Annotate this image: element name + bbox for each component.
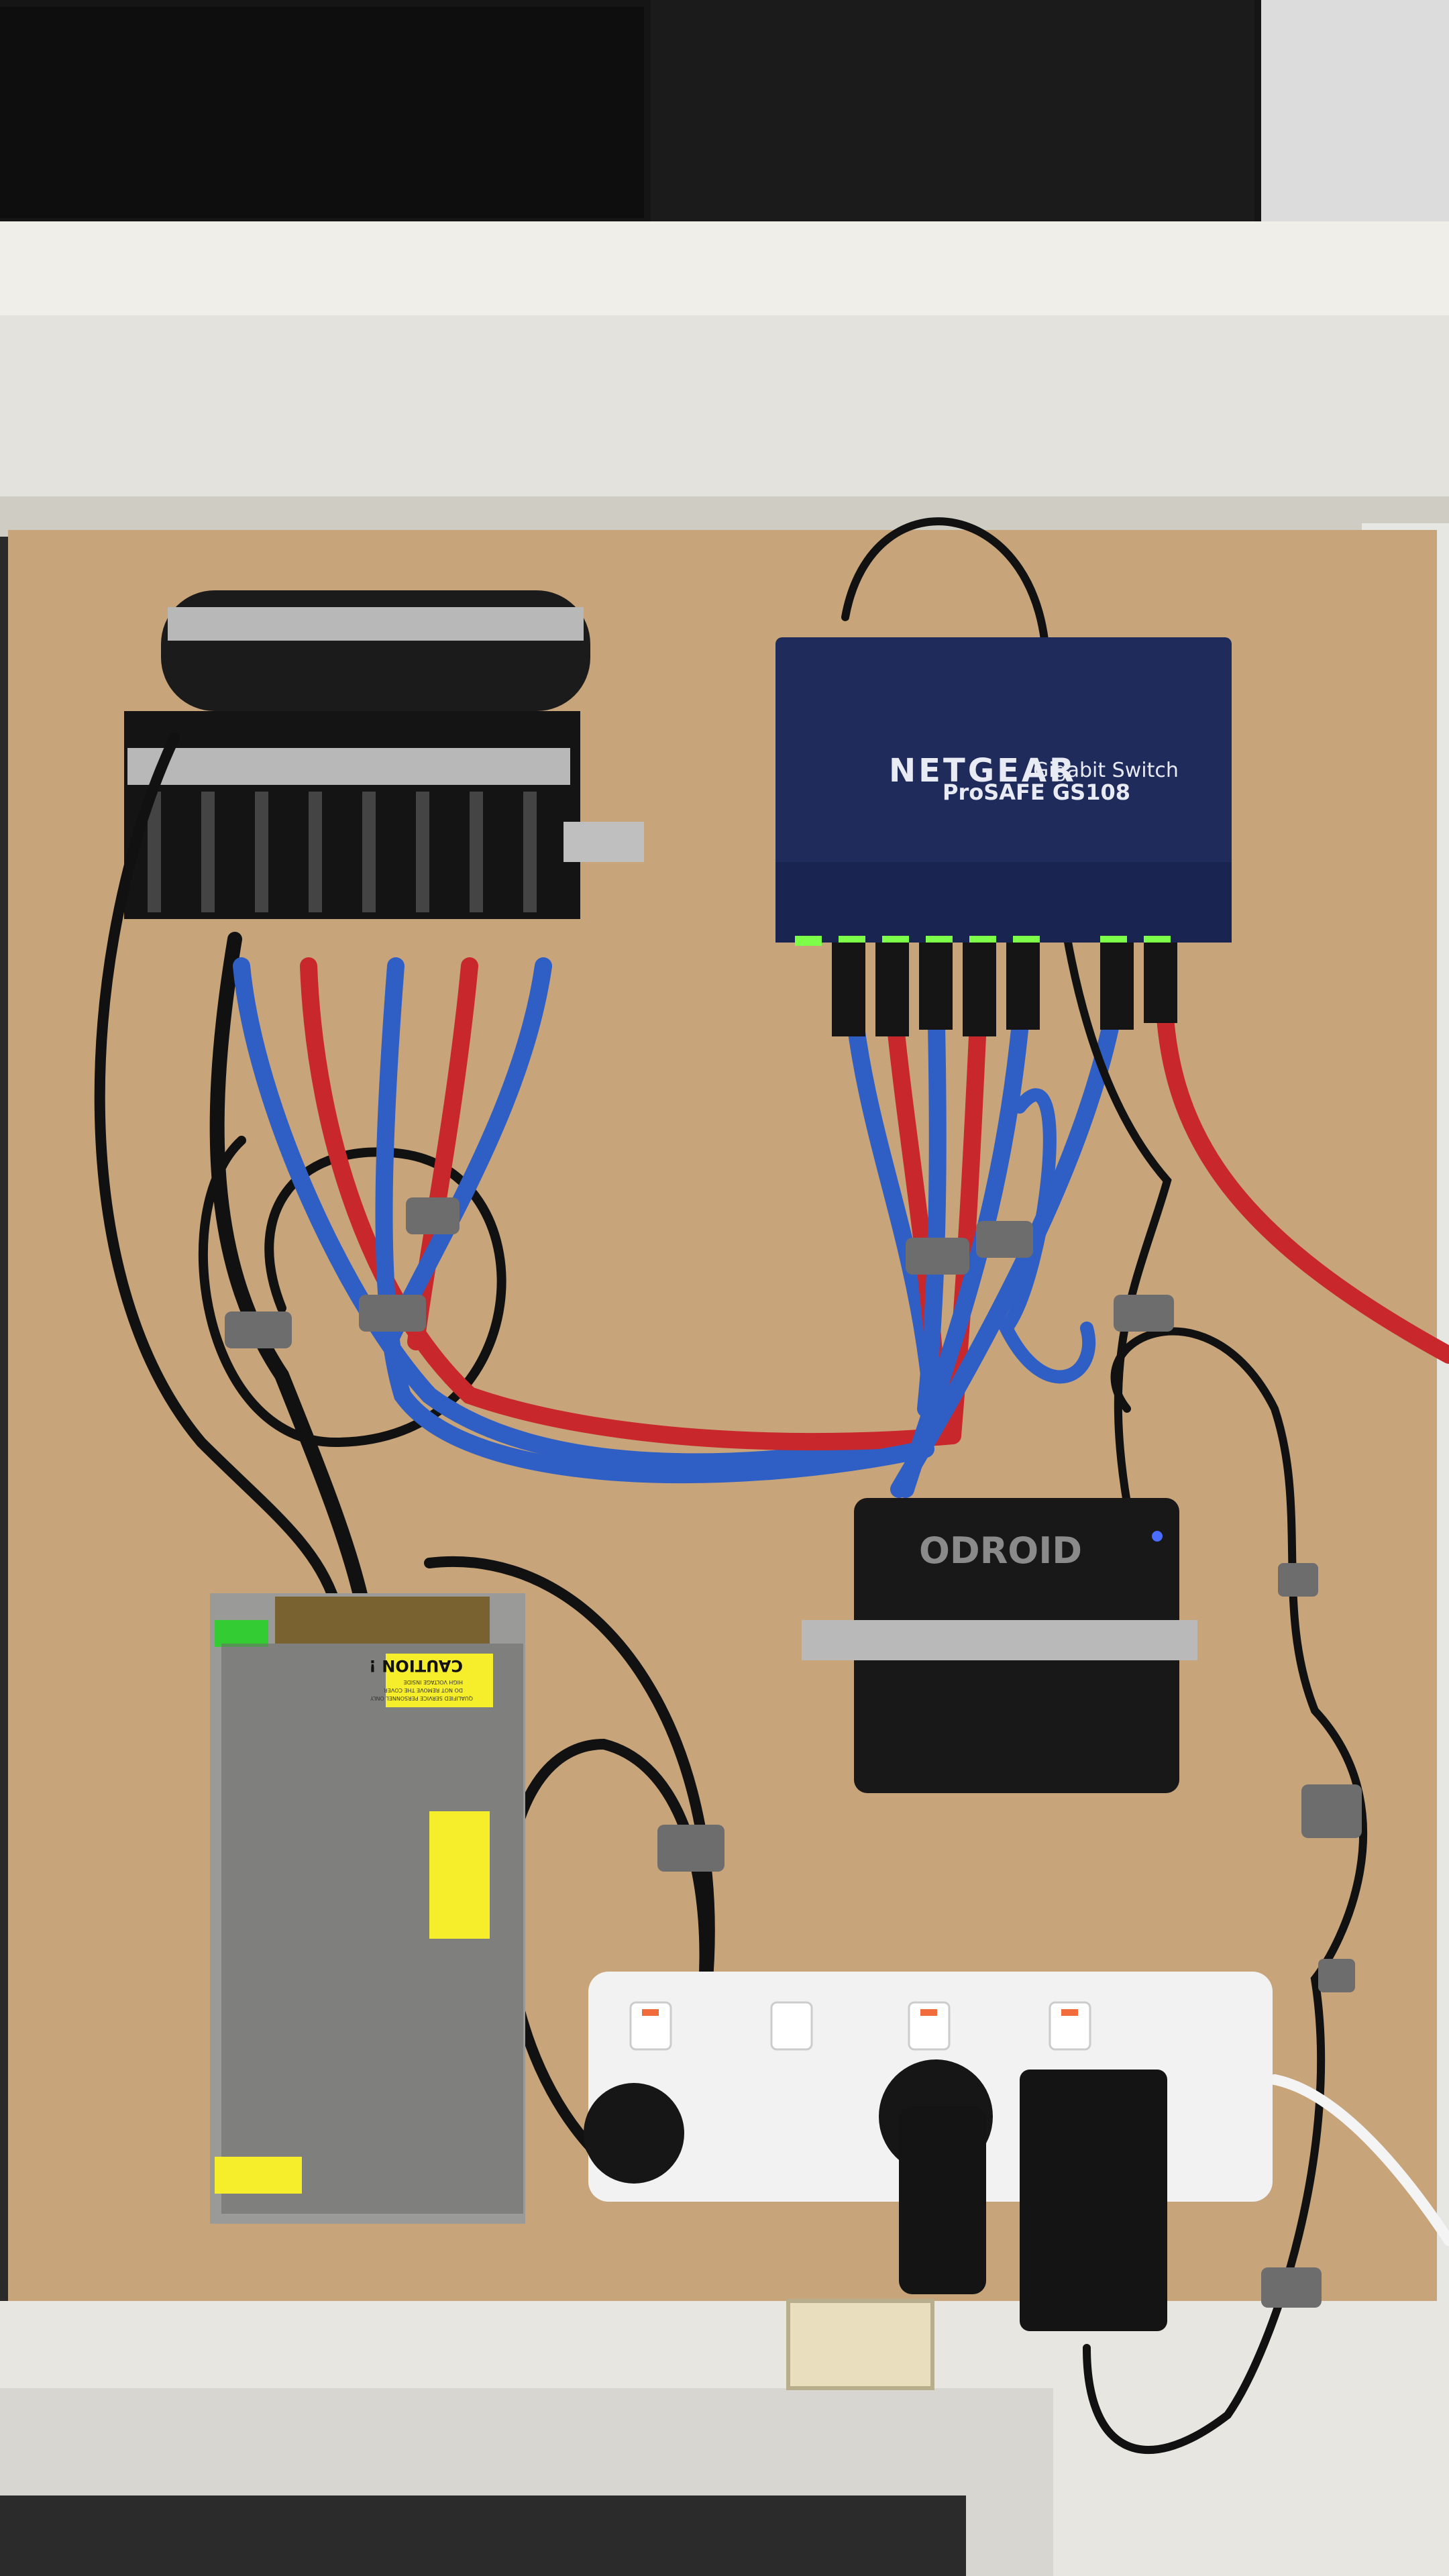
switch-brand: NETGEAR xyxy=(889,752,1077,790)
odroid-brand: ODROID xyxy=(919,1529,1082,1572)
red-cable xyxy=(1155,984,1449,1364)
network-switch: NETGEAR Gigabit Switch ProSAFE GS108 xyxy=(775,637,1232,1036)
warning-line: DO NOT REMOVE THE COVER xyxy=(384,1687,463,1693)
velcro-ties xyxy=(225,1197,1362,2308)
light-switch xyxy=(786,2299,934,2390)
bottom-dark xyxy=(0,2496,966,2576)
top-device-right xyxy=(651,0,1254,221)
shelf-edge xyxy=(0,221,1449,315)
odroid-sbc: ODROID xyxy=(802,1498,1197,1793)
blue-cable xyxy=(375,957,934,1484)
white-cable xyxy=(1269,2074,1449,2246)
switch-type: Gigabit Switch xyxy=(1033,759,1179,782)
red-cable xyxy=(300,957,961,1451)
caution-label: CAUTION ! HIGH VOLTAGE INSIDE DO NOT REM… xyxy=(369,1654,493,1707)
heatsink-cluster xyxy=(124,590,644,919)
power-supply: CAUTION ! HIGH VOLTAGE INSIDE DO NOT REM… xyxy=(210,1593,525,2224)
caution-text: CAUTION ! xyxy=(369,1656,463,1675)
blue-cable-loop xyxy=(998,1088,1096,1384)
black-cable xyxy=(94,733,341,1609)
rj45-plugs xyxy=(832,943,1177,1036)
power-strip xyxy=(584,1972,1273,2331)
switch-model: ProSAFE GS108 xyxy=(943,780,1130,805)
top-right-wall xyxy=(1261,0,1449,228)
blue-cable xyxy=(917,984,947,1417)
black-cable-coil xyxy=(1083,1327,1368,2454)
top-device-left xyxy=(0,7,644,218)
warning-line: QUALIFIED SERVICE PERSONNEL ONLY xyxy=(370,1695,473,1701)
blue-cable xyxy=(233,957,948,1471)
blue-cable xyxy=(890,984,1126,1498)
warning-line: HIGH VOLTAGE INSIDE xyxy=(403,1679,463,1685)
